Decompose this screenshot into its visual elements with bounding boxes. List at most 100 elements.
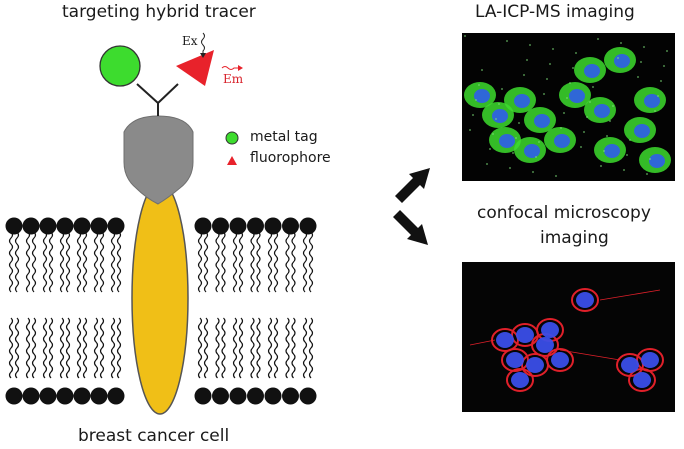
speck [529, 44, 531, 46]
lipid-head [22, 217, 40, 235]
speck [506, 40, 508, 42]
filament [469, 339, 496, 346]
speck [589, 101, 591, 103]
speck [637, 76, 639, 78]
cell-nucleus [536, 337, 554, 353]
lipid-tail [65, 231, 71, 293]
lipid-tail [215, 231, 220, 293]
speck [620, 42, 622, 44]
cell-membrane [506, 368, 534, 392]
lipid-head [194, 217, 212, 235]
speck [583, 131, 585, 133]
lipid-tail [116, 231, 122, 293]
cell-nucleus [516, 327, 534, 343]
cell-nucleus [614, 54, 630, 68]
speck [657, 95, 659, 97]
lipid-tail [285, 317, 290, 379]
lipid-tail [238, 231, 244, 293]
lipid-head [22, 387, 40, 405]
cell-nucleus [641, 352, 659, 368]
filament [559, 349, 621, 361]
lipid-head [212, 217, 229, 235]
lipid-tail [76, 231, 82, 293]
lipid-head [73, 217, 91, 235]
speck [464, 35, 466, 37]
receptor [131, 181, 189, 415]
lipid-tail [250, 317, 255, 379]
speck [572, 67, 574, 69]
lipid-tail [8, 231, 14, 293]
cell-nucleus [644, 94, 660, 108]
lipid-tail [82, 317, 88, 379]
lipid-tail [31, 231, 37, 293]
antibody-body [123, 115, 194, 205]
metal-tag-circle [99, 45, 141, 87]
lipid-tail [215, 317, 220, 379]
lipid-tail [267, 231, 273, 293]
speck [586, 116, 588, 118]
speck [569, 82, 571, 84]
speck [543, 93, 545, 95]
speck [560, 127, 562, 129]
cell-nucleus [604, 144, 620, 158]
cell-nucleus [633, 372, 651, 388]
speck [617, 57, 619, 59]
speck [606, 135, 608, 137]
lipid-tail [31, 317, 37, 379]
fluorophore-triangle [176, 50, 214, 86]
cell-membrane [571, 288, 599, 312]
cell-nucleus [576, 292, 594, 308]
speck [640, 61, 642, 63]
lipid-tail [302, 317, 308, 379]
lipid-head [90, 217, 108, 235]
lipid-tail [93, 231, 99, 293]
lipid-tail [110, 317, 116, 379]
speck [575, 52, 577, 54]
lipid-head [39, 217, 57, 235]
lipid-tail [8, 317, 14, 379]
speck [643, 46, 645, 48]
lipid-tail [273, 231, 279, 293]
lipid-tail [25, 231, 31, 293]
speck [609, 120, 611, 122]
lipid-head [282, 387, 299, 405]
linker [136, 83, 179, 116]
lipid-tail [238, 317, 244, 379]
lipid-head [194, 387, 212, 405]
speck [663, 65, 665, 67]
membrane-label: breast cancer cell [78, 426, 230, 446]
speck [660, 80, 662, 82]
speck [580, 146, 582, 148]
speck [515, 137, 517, 139]
cell-nucleus [524, 144, 540, 158]
lipid-tail [291, 317, 296, 379]
lipid-tail [232, 317, 238, 379]
lipid-tail [291, 231, 296, 293]
lipid-tail [197, 231, 203, 293]
speck [646, 173, 648, 175]
cell-nucleus [514, 94, 530, 108]
speck [623, 169, 625, 171]
speck [492, 133, 494, 135]
speck [472, 114, 474, 116]
lipid-head [73, 387, 91, 405]
speck [523, 74, 525, 76]
la-icp-ms-title: LA-ICP-MS imaging [475, 2, 635, 22]
legend-fluorophore-label: fluorophore [250, 150, 331, 166]
lipid-tail [48, 231, 54, 293]
emission-label: Em [223, 72, 244, 86]
arrow-to-confocal [393, 210, 428, 245]
speck [654, 110, 656, 112]
speck [600, 165, 602, 167]
speck [498, 103, 500, 105]
lipid-tail [99, 317, 105, 379]
speck [626, 154, 628, 156]
excitation-wave [201, 32, 205, 54]
speck [552, 48, 554, 50]
lipid-tail [203, 231, 209, 293]
lipid-head [229, 387, 247, 405]
lipid-head [56, 217, 74, 235]
confocal-title-line2: imaging [540, 228, 609, 248]
speck [566, 97, 568, 99]
